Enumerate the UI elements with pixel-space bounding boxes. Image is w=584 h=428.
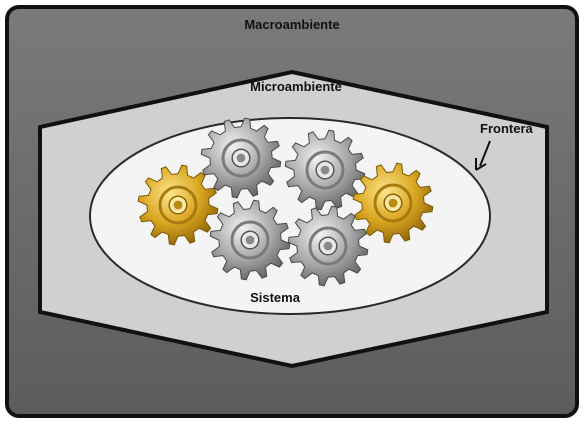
sistema-label: Sistema (250, 290, 301, 305)
gear-icon (137, 164, 219, 246)
gear-icon (352, 162, 434, 244)
macroambiente-label: Macroambiente (244, 17, 339, 32)
sistema-ellipse (89, 117, 491, 315)
gear-icon (284, 129, 366, 211)
frontera-label: Frontera (480, 121, 534, 136)
arrow-icon (475, 140, 491, 171)
gear-icon (200, 117, 282, 199)
gear-icon (287, 205, 369, 287)
gears-group (137, 117, 434, 287)
microambiente-label: Microambiente (250, 79, 342, 94)
gear-icon (209, 199, 291, 281)
